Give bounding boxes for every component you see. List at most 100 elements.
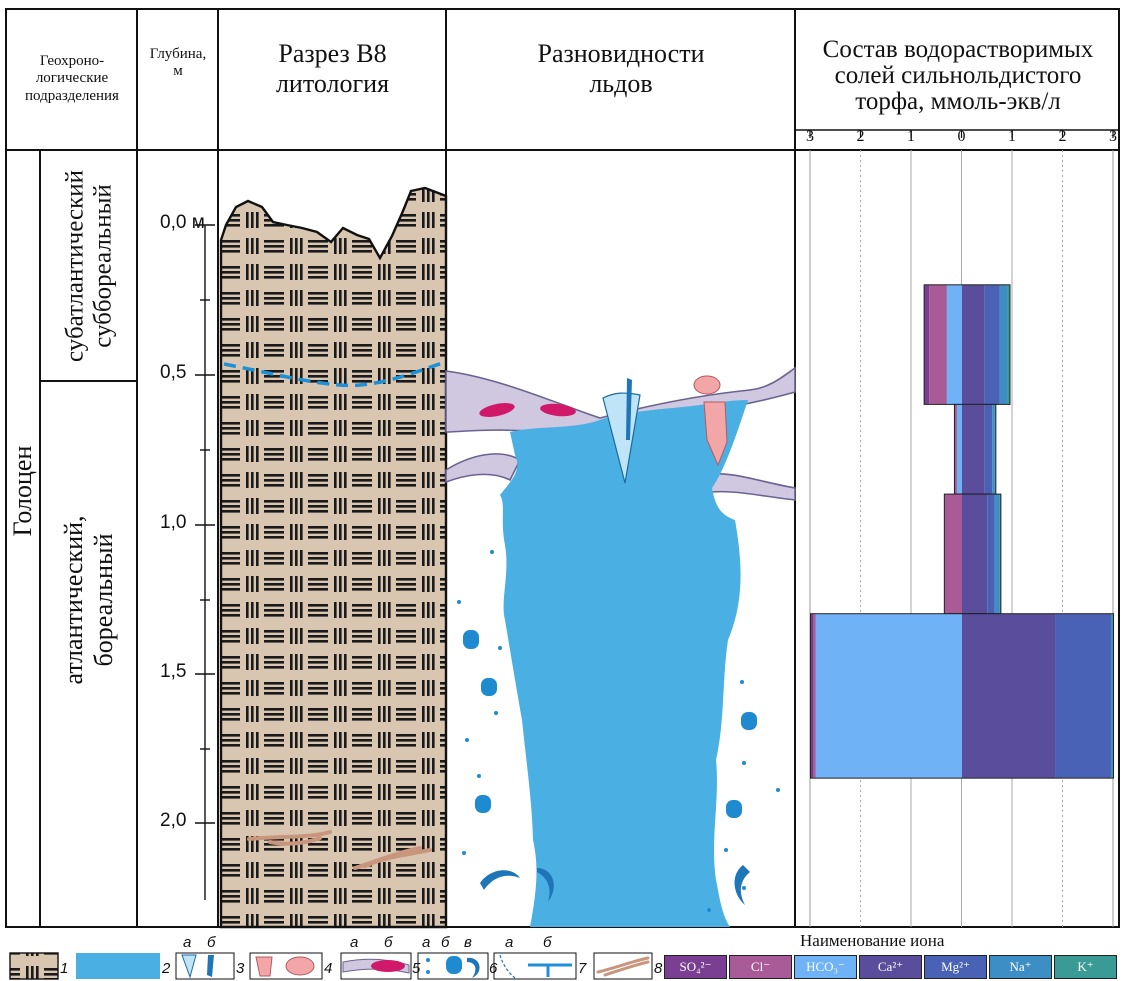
ice-lens-lower (445, 453, 522, 484)
salt-axis-tick-label: 3 (806, 128, 814, 145)
ice-section (445, 366, 796, 927)
salt-bar-cl-1 (954, 404, 957, 495)
legend-num-2: 2 (162, 960, 171, 977)
legend-peat-swatch (9, 952, 59, 980)
salt-bar-cl-3 (813, 613, 816, 779)
depth-label-10: 1,0 (160, 512, 187, 533)
salt-bar-so4-3 (810, 613, 814, 779)
salt-bar-outline-3 (810, 613, 1114, 779)
pink-ice-blob (693, 375, 721, 395)
legend-a-3: а (183, 934, 192, 951)
ice-dots (457, 550, 780, 912)
legend-pink-vein (255, 956, 273, 977)
lithology-section (219, 186, 448, 929)
salt-bar-mg-1 (984, 404, 993, 495)
period-upper-wrap: субатлантический суббореальный (41, 152, 137, 380)
depth-label-0: 0,0 м (160, 212, 205, 233)
depth-label-05: 0,5 (160, 362, 187, 383)
salt-bar-k-0 (1007, 284, 1010, 405)
salt-bar-k-2 (999, 494, 1001, 614)
salt-bar-k-3 (1112, 613, 1114, 779)
legend-boundary-frame (493, 952, 577, 980)
salt-bar-cl-2 (944, 494, 962, 614)
salt-axis-tick-label: 1 (907, 128, 915, 145)
salt-axis-tick-label: 2 (1058, 128, 1067, 145)
header-ice: Разновидности льдов (537, 39, 705, 98)
legend-num-8: 8 (654, 960, 663, 977)
legend-num-3: 3 (236, 960, 245, 977)
salt-axis-ticks (809, 130, 1114, 138)
legend-pink-frame (249, 952, 323, 980)
salt-axis-tick-label: 2 (856, 128, 865, 145)
salt-bar-hco3-3 (815, 613, 962, 779)
legend-num-4: 4 (324, 960, 333, 977)
salt-bar-cl-0 (929, 284, 947, 405)
ion-legend-item: K⁺ (1054, 955, 1117, 979)
legend-vein-light (181, 954, 197, 979)
salt-bar-na-3 (1110, 613, 1113, 779)
ion-legend-item: SO₄²⁻ (664, 955, 727, 979)
legend-b-3: б (207, 934, 216, 951)
legend-b-5: б (384, 934, 393, 951)
salt-bar-ca-1 (962, 404, 985, 495)
legend-lens-core (371, 960, 405, 972)
header-depth: Глубина, м (149, 46, 207, 80)
legend-num-6: 6 (489, 960, 498, 977)
salt-bar-mg-2 (987, 494, 995, 614)
vein-pink (703, 401, 728, 467)
ion-legend-item: Ca²⁺ (859, 955, 922, 979)
legend-nodules-frame (417, 952, 489, 980)
salt-axis-tick-label: 3 (1109, 128, 1117, 145)
salt-bars (810, 284, 1114, 779)
legend-ice-swatch (76, 953, 160, 979)
root-fragment (247, 830, 432, 870)
legend-veins-frame (175, 952, 235, 980)
salt-bar-na-1 (992, 404, 995, 495)
period-upper: субатлантический суббореальный (61, 170, 117, 362)
salt-bar-hco3-0 (946, 284, 962, 405)
salt-bar-na-2 (994, 494, 1000, 614)
legend-a-7: а (505, 934, 514, 951)
period-holocene: Голоцен (8, 445, 37, 537)
header-geochrono: Геохроно- логические подразделения (25, 53, 119, 104)
legend-num-5: 5 (412, 960, 421, 977)
salt-axis-tick-label: 0 (957, 128, 966, 145)
legend-v-6: в (464, 934, 472, 951)
header-salts: Состав водорастворимых солей сильнольдис… (822, 35, 1094, 116)
salt-chart (795, 129, 1119, 927)
depth-axis (195, 224, 215, 900)
salt-bar-mg-3 (1055, 613, 1111, 779)
legend-ion-title: Наименование иона (800, 931, 945, 950)
legend-symbols (9, 952, 653, 980)
salt-bar-k-1 (994, 404, 996, 495)
legend-root-frame (593, 952, 653, 980)
vein-dark-blue (626, 378, 632, 440)
salt-bar-na-0 (999, 284, 1008, 405)
salt-bar-mg-0 (984, 284, 1000, 405)
salt-bar-so4-0 (924, 284, 930, 405)
ion-legend-item: HCO₃⁻ (794, 955, 857, 979)
legend-b-6: б (441, 934, 450, 951)
legend-num-1: 1 (60, 960, 69, 977)
salt-bar-ca-2 (962, 494, 988, 614)
ice-wedge-white-break (545, 432, 600, 463)
depth-label-15: 1,5 (160, 661, 187, 682)
legend-pink-blob (285, 956, 315, 976)
header-section: Разрез В8 литология (275, 39, 390, 98)
salt-bar-hco3-1 (956, 404, 962, 495)
ice-boundary-dashed (223, 360, 447, 388)
ice-nodules (463, 630, 757, 818)
ion-legend-item: Mg²⁺ (924, 955, 987, 979)
salt-bar-ca-0 (962, 284, 985, 405)
depth-unit: м (191, 212, 205, 233)
salt-grid (809, 150, 1114, 927)
salt-axis-tick-label: 1 (1008, 128, 1016, 145)
ion-legend-item: Na⁺ (989, 955, 1052, 979)
legend-lens-frame (340, 952, 412, 980)
period-lower: атлантический, бореальный (59, 515, 118, 685)
period-lower-wrap: атлантический, бореальный (41, 382, 137, 926)
legend-a-5: а (350, 934, 359, 951)
ion-legend-item: Cl⁻ (729, 955, 792, 979)
ice-crescents (480, 865, 750, 905)
